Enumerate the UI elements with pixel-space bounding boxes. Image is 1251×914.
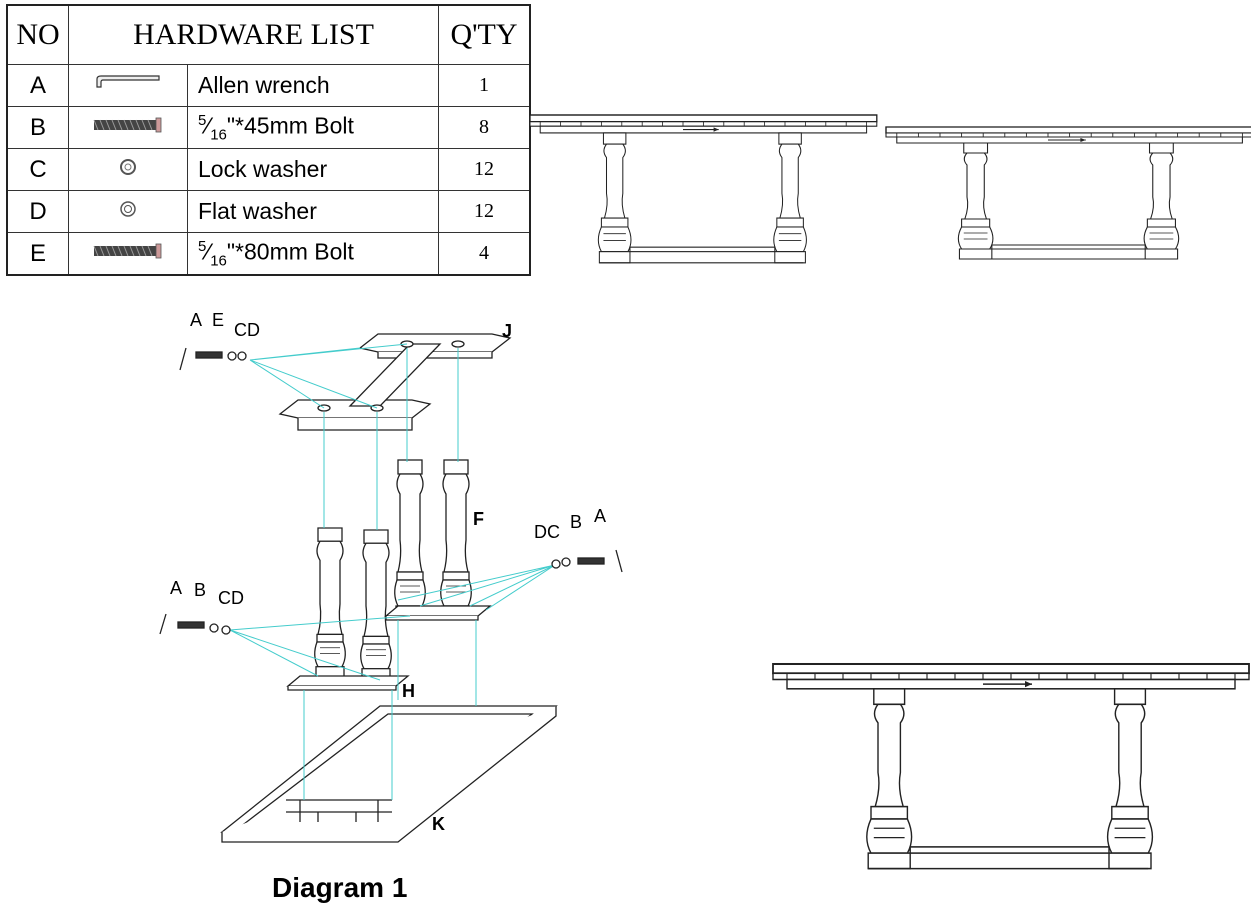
bolt-icon: [68, 106, 188, 149]
row-qty: 1: [438, 64, 531, 107]
hardware-table: NO HARDWARE LIST Q'TY A Allen wrench 1 B…: [6, 4, 531, 276]
bolt-icon: [68, 232, 188, 276]
row-qty: 12: [438, 190, 531, 233]
part-label-k: K: [432, 814, 445, 834]
row-desc: Lock washer: [187, 148, 439, 191]
callout-dc: DC: [534, 522, 560, 542]
callout-a: A: [594, 506, 606, 526]
row-no: E: [6, 232, 69, 276]
row-no: A: [6, 64, 69, 107]
part-label-j: J: [502, 321, 512, 341]
table-elevation-view-2: [885, 126, 1251, 260]
callout-e: E: [212, 310, 224, 330]
table-row: C Lock washer 12: [6, 148, 531, 191]
header-no: NO: [6, 4, 69, 65]
header-qty: Q'TY: [438, 4, 531, 65]
callout-a: A: [170, 578, 182, 598]
header-hardware-list: HARDWARE LIST: [68, 4, 439, 65]
callout-a: A: [190, 310, 202, 330]
row-desc: 5⁄16"*80mm Bolt: [187, 232, 439, 276]
table-row: D Flat washer 12: [6, 190, 531, 233]
fraction-numerator: 5: [198, 237, 207, 255]
row-desc: Allen wrench: [187, 64, 439, 107]
row-qty: 4: [438, 232, 531, 276]
callout-cd: CD: [218, 588, 244, 608]
row-no: D: [6, 190, 69, 233]
table-header-row: NO HARDWARE LIST Q'TY: [6, 4, 531, 65]
table-elevation-view-3: [771, 662, 1251, 870]
part-label-f: F: [473, 509, 484, 529]
row-desc-text: "*45mm Bolt: [226, 112, 354, 139]
table-row: E 5⁄16"*80mm Bolt 4: [6, 232, 531, 276]
row-no: C: [6, 148, 69, 191]
row-no: B: [6, 106, 69, 149]
fraction-denominator: 16: [210, 252, 227, 270]
row-qty: 8: [438, 106, 531, 149]
callout-b: B: [570, 512, 582, 532]
table-elevation-view-1: [529, 114, 878, 264]
flat-washer-icon: [68, 190, 188, 233]
diagram-caption: Diagram 1: [272, 872, 408, 903]
table-row: B 5⁄16"*45mm Bolt 8: [6, 106, 531, 149]
row-desc-text: "*80mm Bolt: [226, 238, 354, 265]
row-desc: Flat washer: [187, 190, 439, 233]
part-label-h: H: [402, 681, 415, 701]
callout-cd: CD: [234, 320, 260, 340]
row-desc: 5⁄16"*45mm Bolt: [187, 106, 439, 149]
fraction-numerator: 5: [198, 111, 207, 129]
exploded-assembly: [159, 333, 623, 843]
fraction-denominator: 16: [210, 126, 227, 144]
callout-b: B: [194, 580, 206, 600]
table-row: A Allen wrench 1: [6, 64, 531, 107]
